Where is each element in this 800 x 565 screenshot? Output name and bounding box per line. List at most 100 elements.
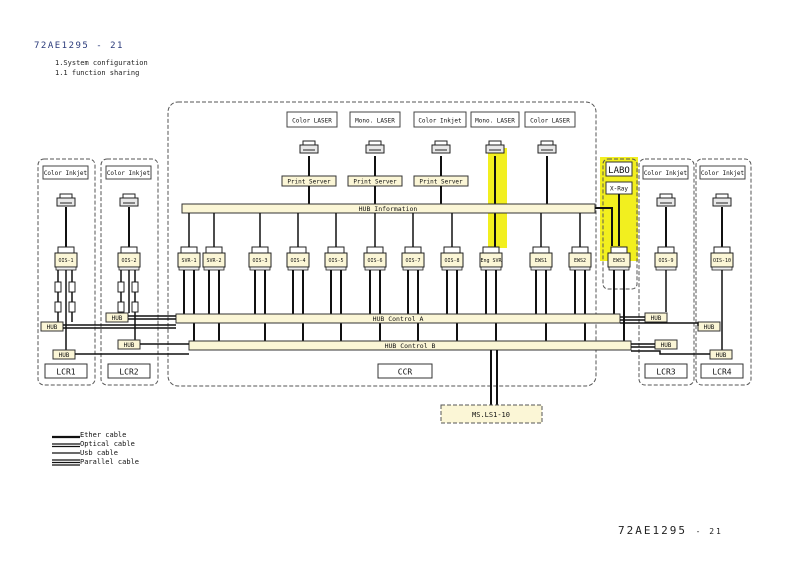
small-hubs: HUB HUB HUB HUB HUB HUB HUB HUB xyxy=(40,312,733,360)
monitor-icon xyxy=(57,246,75,254)
terminal-label: OIS-3 xyxy=(252,258,267,264)
monitor-icon xyxy=(251,246,269,254)
printer-icon xyxy=(365,140,385,154)
printer-drops xyxy=(65,156,723,250)
printer-label: Color LASER xyxy=(530,118,570,125)
printer-label: Color Inkjet xyxy=(418,118,462,125)
keyboard-icon xyxy=(402,266,424,271)
printer-label-box xyxy=(642,165,689,180)
terminal-label: OIS-1 xyxy=(58,258,73,264)
labo-group xyxy=(602,158,638,290)
printers xyxy=(56,140,732,207)
keyboard-icon xyxy=(608,266,630,271)
monitor-icon xyxy=(120,246,138,254)
group-names: LCR1 LCR2 CCR LCR3 LCR4 xyxy=(44,363,744,379)
lcr2-group xyxy=(100,158,159,386)
section-subtitle: 1.1 function sharing xyxy=(55,69,140,77)
terminal-label: EWS3 xyxy=(613,258,625,264)
monitor-icon xyxy=(713,246,731,254)
hub-box xyxy=(40,321,64,332)
terminal-label: OIS-2 xyxy=(121,258,136,264)
printer-label: Color Inkjet xyxy=(701,170,745,177)
keyboard-icon xyxy=(55,266,77,271)
trunk-cables xyxy=(63,315,710,405)
printer-label-box xyxy=(413,111,467,128)
monitor-icon xyxy=(610,246,628,254)
group-label-box xyxy=(700,363,744,379)
keyboard-icon xyxy=(480,266,502,271)
media-converter xyxy=(68,281,76,293)
terminal-label: OIS-10 xyxy=(713,258,731,264)
terminal-ois-8: OIS-8 xyxy=(440,213,464,341)
terminal-ois-2: OIS-2 xyxy=(117,246,141,271)
hub-control-b-label: HUB Control B xyxy=(385,342,436,350)
keyboard-icon xyxy=(441,266,463,271)
lcr4-group xyxy=(695,158,752,386)
printer-label-box xyxy=(286,111,338,128)
labo-title: LABO xyxy=(608,166,630,176)
group-label-box xyxy=(107,363,151,379)
hub-label: HUB xyxy=(704,324,715,331)
keyboard-icon xyxy=(118,266,140,271)
keyboard-icon xyxy=(325,266,347,271)
terminal-svr-1: SVR-1 xyxy=(177,213,201,341)
group-label: LCR2 xyxy=(119,368,138,377)
media-converter xyxy=(54,281,62,293)
hub-box xyxy=(697,321,721,332)
legend-optical: Optical cable xyxy=(80,440,135,448)
printer-icon xyxy=(537,140,557,154)
printer-icon xyxy=(431,140,451,154)
terminal-ois-9: OIS-9 xyxy=(654,246,678,271)
printer-icon xyxy=(56,193,76,207)
hub-label: HUB xyxy=(112,315,123,322)
terminal-label: SVR-1 xyxy=(181,258,196,264)
printer-label-box xyxy=(524,111,576,128)
hub-label: HUB xyxy=(661,342,672,349)
keyboard-icon xyxy=(655,266,677,271)
monitor-icon xyxy=(205,246,223,254)
xray-label: X-Ray xyxy=(610,186,628,193)
group-label: LCR4 xyxy=(712,368,731,377)
monitor-icon xyxy=(657,246,675,254)
terminal-ois-7: OIS-7 xyxy=(401,213,425,341)
terminal-label: EWS2 xyxy=(574,258,586,264)
group-label: LCR3 xyxy=(656,368,675,377)
printer-label-box xyxy=(349,111,401,128)
keyboard-icon xyxy=(569,266,591,271)
group-label-box xyxy=(377,363,433,379)
printer-label-box xyxy=(699,165,746,180)
terminal-label: EWS1 xyxy=(535,258,547,264)
group-label: LCR1 xyxy=(56,368,75,377)
media-converter xyxy=(131,281,139,293)
group-label-box xyxy=(644,363,688,379)
keyboard-icon xyxy=(249,266,271,271)
top-printer-labels: Color LASER Mono. LASER Color Inkjet Mon… xyxy=(286,111,576,128)
media-converter xyxy=(54,301,62,313)
doc-id-footer: 72AE1295 - 21 xyxy=(618,524,723,537)
printer-icon xyxy=(485,140,505,154)
hub-label: HUB xyxy=(651,315,662,322)
keyboard-icon xyxy=(530,266,552,271)
printer-label-box xyxy=(105,165,152,180)
hub-control-a-label: HUB Control A xyxy=(373,315,424,323)
legend-parallel: Parallel cable xyxy=(80,458,140,466)
printer-label: Mono. LASER xyxy=(475,118,515,125)
doc-id-header: 72AE1295 - 21 xyxy=(34,41,124,51)
terminal-ews1: EWS1 xyxy=(529,213,553,341)
keyboard-icon xyxy=(178,266,200,271)
terminal-ois-1: OIS-1 xyxy=(54,246,78,271)
media-converter xyxy=(117,281,125,293)
labo-box xyxy=(605,161,633,177)
monitor-icon xyxy=(482,246,500,254)
monitor-icon xyxy=(404,246,422,254)
lcr-printer-labels: Color Inkjet Color Inkjet Color Inkjet C… xyxy=(42,165,746,180)
hub-label: HUB xyxy=(124,342,135,349)
printer-label-box xyxy=(42,165,89,180)
keyboard-icon xyxy=(287,266,309,271)
hub-label: HUB xyxy=(716,352,727,359)
terminal-eng-svr: Eng SVR xyxy=(479,246,503,341)
terminal-ois-10: OIS-10 xyxy=(710,246,734,271)
terminal-svr-2: SVR-2 xyxy=(202,213,226,341)
legend-ether: Ether cable xyxy=(80,431,127,439)
